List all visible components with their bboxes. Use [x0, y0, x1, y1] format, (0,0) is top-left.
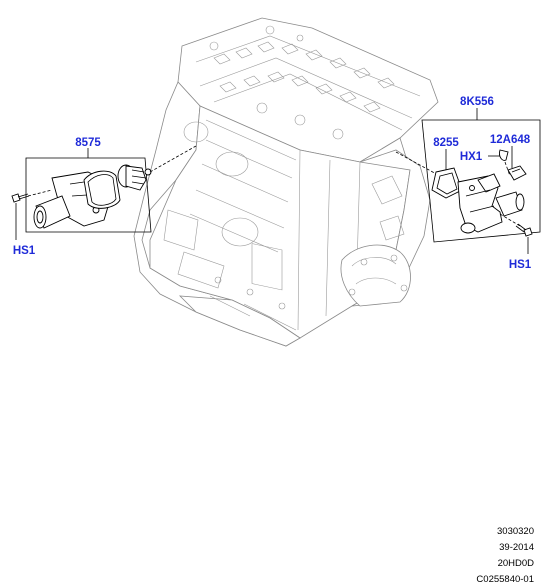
bolt-hs1-right: [515, 223, 533, 237]
bolt-hs1-left: [11, 193, 30, 203]
outlet-gasket-part: [431, 167, 463, 199]
group-bracket-left: [25, 157, 152, 233]
callout-hs1-right[interactable]: HS1: [509, 259, 532, 271]
callout-HX1[interactable]: HX1: [460, 151, 483, 163]
coolant-outlet-part: [457, 173, 525, 234]
thermostat-housing-group: 8575 HS1: [11, 137, 197, 257]
callout-12A648[interactable]: 12A648: [490, 134, 531, 146]
callout-8255[interactable]: 8255: [433, 137, 459, 149]
engine-block-illustration: [133, 17, 439, 347]
clip-hx1-part: [499, 149, 509, 161]
install-line-sensor: [504, 161, 511, 177]
group-bracket-right: [421, 119, 541, 243]
reference-line-2: 39-2014: [499, 542, 534, 553]
install-line-bolt-right: [499, 213, 521, 227]
reference-line-4: C0255840-01: [476, 574, 534, 585]
install-line-bolt-left: [27, 189, 53, 197]
coolant-outlet-group: 8K556 8255 12A648 HX1: [395, 96, 541, 271]
reference-line-3: 20HD0D: [498, 558, 535, 569]
thermostat-part: [117, 164, 152, 191]
install-line-left: [149, 145, 197, 173]
callout-8575[interactable]: 8575: [75, 137, 101, 149]
callout-8K556[interactable]: 8K556: [460, 96, 494, 108]
reference-block: 3030320 39-2014 20HD0D C0255840-01: [476, 526, 534, 585]
callout-hs1-left[interactable]: HS1: [13, 245, 36, 257]
housing-gasket-part: [83, 170, 121, 209]
reference-line-1: 3030320: [497, 526, 534, 537]
install-line-right: [395, 151, 441, 177]
temperature-sensor-part: [507, 165, 527, 181]
